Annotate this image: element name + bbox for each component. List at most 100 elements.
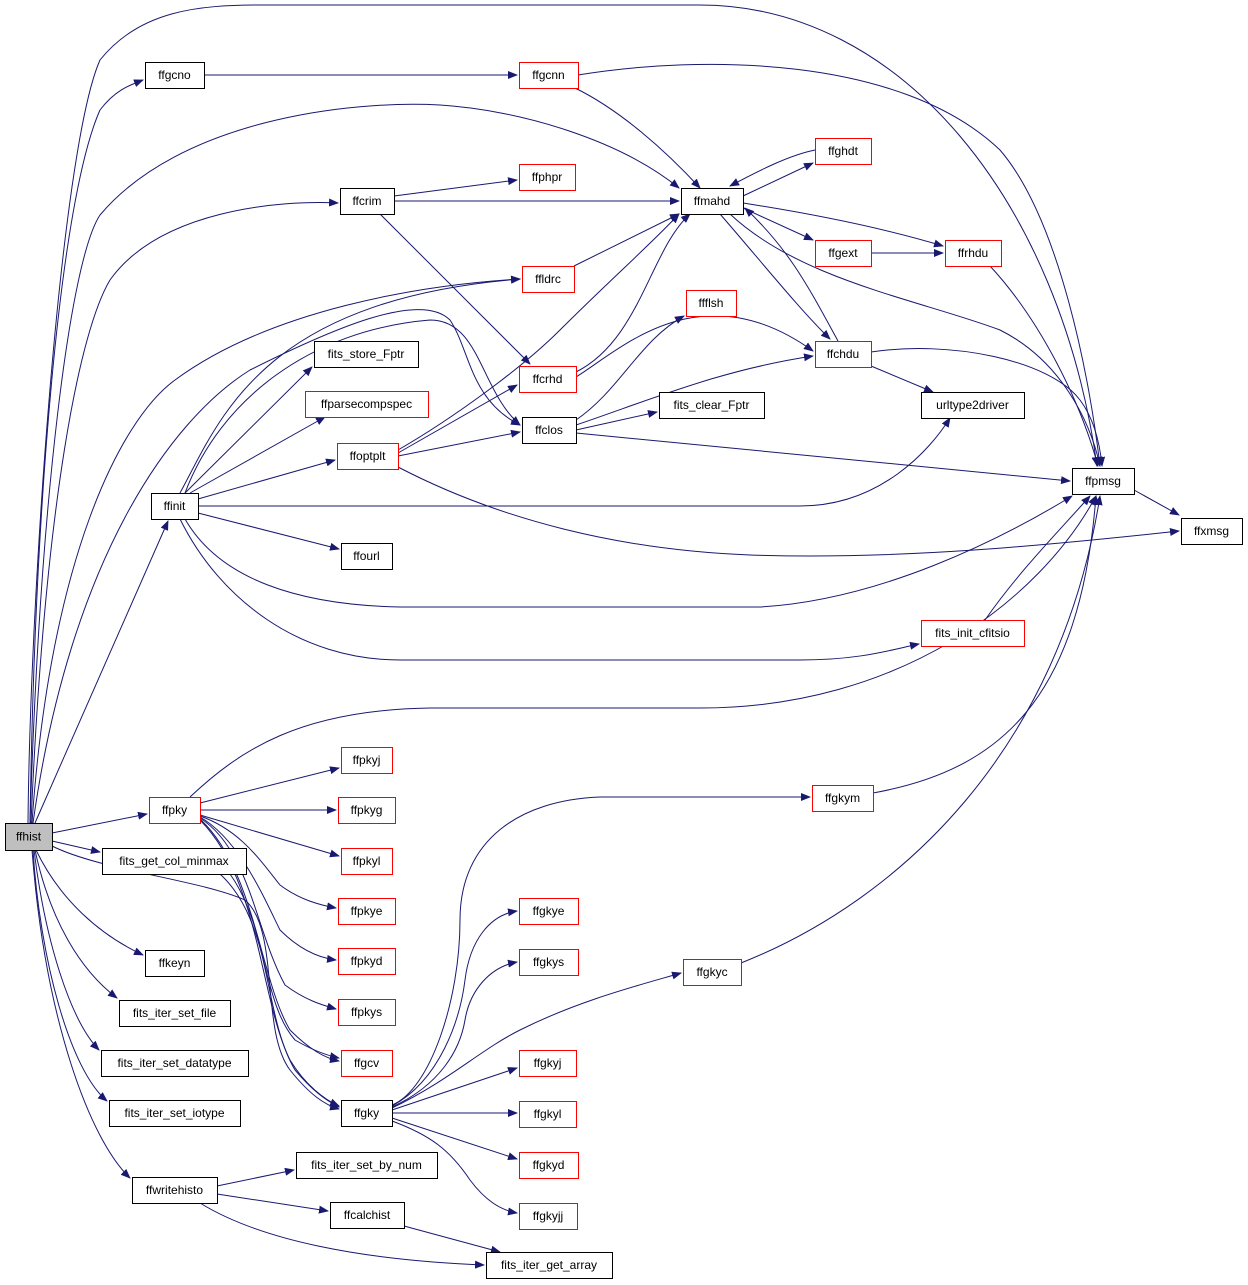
node-ffldrc[interactable]: ffldrc [522, 266, 575, 293]
node-label-ffgkyd: ffgkyd [533, 1158, 565, 1172]
node-ffgkyl[interactable]: ffgkyl [519, 1101, 577, 1128]
node-ffgcnn[interactable]: ffgcnn [519, 62, 579, 89]
node-box-ffpkyg [338, 797, 396, 824]
node-ffgkyjj[interactable]: ffgkyjj [519, 1203, 578, 1230]
edge-ffgky-to-ffgkys [391, 959, 518, 1108]
edge-ffpky-to-ffpkyl [199, 814, 340, 858]
node-ffwritehisto[interactable]: ffwritehisto [132, 1177, 218, 1204]
node-fits_store_Fptr[interactable]: fits_store_Fptr [314, 341, 419, 368]
edge-ffhist-to-ffpmsg [27, 4, 1100, 824]
node-ffparsecompspec[interactable]: ffparsecompspec [305, 391, 429, 418]
node-ffflsh[interactable]: ffflsh [686, 290, 737, 317]
node-ffgkyj[interactable]: ffgkyj [519, 1050, 577, 1077]
edge-ffhist-to-ffclos [32, 309, 521, 824]
node-ffrhdu[interactable]: ffrhdu [945, 240, 1002, 267]
node-ffpkys[interactable]: ffpkys [338, 999, 396, 1026]
node-ffpkyd[interactable]: ffpkyd [338, 948, 396, 975]
node-ffchdu[interactable]: ffchdu [815, 341, 872, 368]
node-box-ffgkye [519, 898, 579, 925]
node-label-ffpkyl: ffpkyl [353, 854, 381, 868]
node-box-fits_get_col_minmax [102, 848, 247, 875]
node-fits_init_cfitsio[interactable]: fits_init_cfitsio [921, 620, 1025, 647]
edge-ffpky-to-ffpkyj [199, 766, 340, 804]
node-ffghdt[interactable]: ffghdt [815, 138, 872, 165]
node-box-ffpkyl [341, 848, 393, 875]
node-ffpkyg[interactable]: ffpkyg [338, 797, 396, 824]
node-fits_iter_set_datatype[interactable]: fits_iter_set_datatype [101, 1050, 249, 1077]
node-fits_iter_set_by_num[interactable]: fits_iter_set_by_num [296, 1152, 438, 1179]
node-box-ffpky [149, 797, 201, 824]
node-label-urltype2driver: urltype2driver [936, 398, 1009, 412]
edge-ffgky-to-ffgkyj [391, 1067, 518, 1111]
node-box-ffgext [815, 240, 872, 267]
node-fits_iter_set_file[interactable]: fits_iter_set_file [119, 1000, 231, 1027]
node-ffgkym[interactable]: ffgkym [812, 785, 874, 812]
node-ffpky[interactable]: ffpky [149, 797, 201, 824]
node-label-ffcalchist: ffcalchist [344, 1208, 391, 1222]
node-fits_get_col_minmax[interactable]: fits_get_col_minmax [102, 848, 247, 875]
edge-ffchdu-to-ffmahd [744, 207, 839, 342]
node-ffgkyd[interactable]: ffgkyd [519, 1152, 579, 1179]
node-ffgkye[interactable]: ffgkye [519, 898, 579, 925]
node-label-ffinit: ffinit [164, 499, 186, 513]
node-fits_iter_set_iotype[interactable]: fits_iter_set_iotype [109, 1100, 241, 1127]
node-box-ffchdu [815, 341, 872, 368]
node-ffcrim[interactable]: ffcrim [340, 188, 395, 215]
edge-ffinit-to-fits_store_Fptr [184, 366, 313, 494]
node-urltype2driver[interactable]: urltype2driver [921, 392, 1025, 419]
node-box-ffgkyc [683, 959, 742, 986]
node-label-fits_init_cfitsio: fits_init_cfitsio [935, 626, 1010, 640]
node-ffgkyc[interactable]: ffgkyc [683, 959, 742, 986]
node-box-ffpmsg [1072, 468, 1135, 495]
node-ffmahd[interactable]: ffmahd [681, 188, 744, 215]
node-fits_clear_Fptr[interactable]: fits_clear_Fptr [659, 392, 765, 419]
node-label-ffgkye: ffgkye [533, 904, 565, 918]
node-ffpkyj[interactable]: ffpkyj [341, 747, 393, 774]
node-ffinit[interactable]: ffinit [151, 493, 199, 520]
node-ffoptplt[interactable]: ffoptplt [337, 443, 399, 470]
node-label-fits_clear_Fptr: fits_clear_Fptr [673, 398, 749, 412]
node-ffcrhd[interactable]: ffcrhd [519, 366, 577, 393]
node-ffpkye[interactable]: ffpkye [338, 898, 396, 925]
node-label-ffgkyj: ffgkyj [534, 1056, 562, 1070]
edge-ffclos-to-ffpmsg [575, 432, 1071, 485]
node-box-fits_iter_set_by_num [296, 1152, 438, 1179]
edge-ffhist-to-fits_iter_set_datatype [33, 849, 100, 1051]
edge-ffcrhd-to-ffchdu [575, 315, 814, 378]
node-box-ffgcnn [519, 62, 579, 89]
edge-ffrhdu-to-ffpmsg [989, 265, 1100, 467]
edge-ffhist-to-ffgcno [29, 79, 144, 824]
edge-ffgkym-to-ffpmsg [872, 495, 1100, 794]
node-ffcalchist[interactable]: ffcalchist [330, 1202, 405, 1229]
node-ffpkyl[interactable]: ffpkyl [341, 848, 393, 875]
edge-ffchdu-to-urltype2driver [870, 365, 934, 393]
node-ffclos[interactable]: ffclos [522, 417, 577, 444]
node-box-ffldrc [522, 266, 575, 293]
node-label-ffrhdu: ffrhdu [958, 246, 988, 260]
node-label-fits_iter_set_datatype: fits_iter_set_datatype [117, 1056, 231, 1070]
node-label-ffourl: ffourl [353, 549, 379, 563]
node-ffgext[interactable]: ffgext [815, 240, 872, 267]
node-box-ffxmsg [1181, 518, 1243, 545]
node-ffgcv[interactable]: ffgcv [341, 1050, 393, 1077]
node-ffxmsg[interactable]: ffxmsg [1181, 518, 1243, 545]
node-fits_iter_get_array[interactable]: fits_iter_get_array [486, 1252, 613, 1279]
edge-ffchdu-to-ffpmsg [870, 348, 1106, 467]
node-ffourl[interactable]: ffourl [341, 543, 393, 570]
edge-ffpky-to-ffpkys [199, 817, 337, 1011]
node-label-ffgext: ffgext [828, 246, 858, 260]
node-ffhist[interactable]: ffhist [5, 823, 53, 851]
node-label-ffchdu: ffchdu [827, 347, 859, 361]
edge-ffinit-to-urltype2driver [198, 417, 951, 507]
node-box-ffghdt [815, 138, 872, 165]
node-ffphpr[interactable]: ffphpr [519, 164, 576, 191]
node-ffpmsg[interactable]: ffpmsg [1072, 468, 1135, 495]
node-label-ffpmsg: ffpmsg [1085, 474, 1121, 488]
node-ffkeyn[interactable]: ffkeyn [145, 950, 205, 977]
node-ffgcno[interactable]: ffgcno [145, 62, 205, 89]
node-ffgkys[interactable]: ffgkys [519, 949, 579, 976]
node-box-fits_iter_get_array [486, 1252, 613, 1279]
node-label-ffclos: ffclos [535, 423, 563, 437]
edge-ffmahd-to-ffchdu [719, 213, 831, 340]
node-ffgky[interactable]: ffgky [341, 1100, 393, 1127]
